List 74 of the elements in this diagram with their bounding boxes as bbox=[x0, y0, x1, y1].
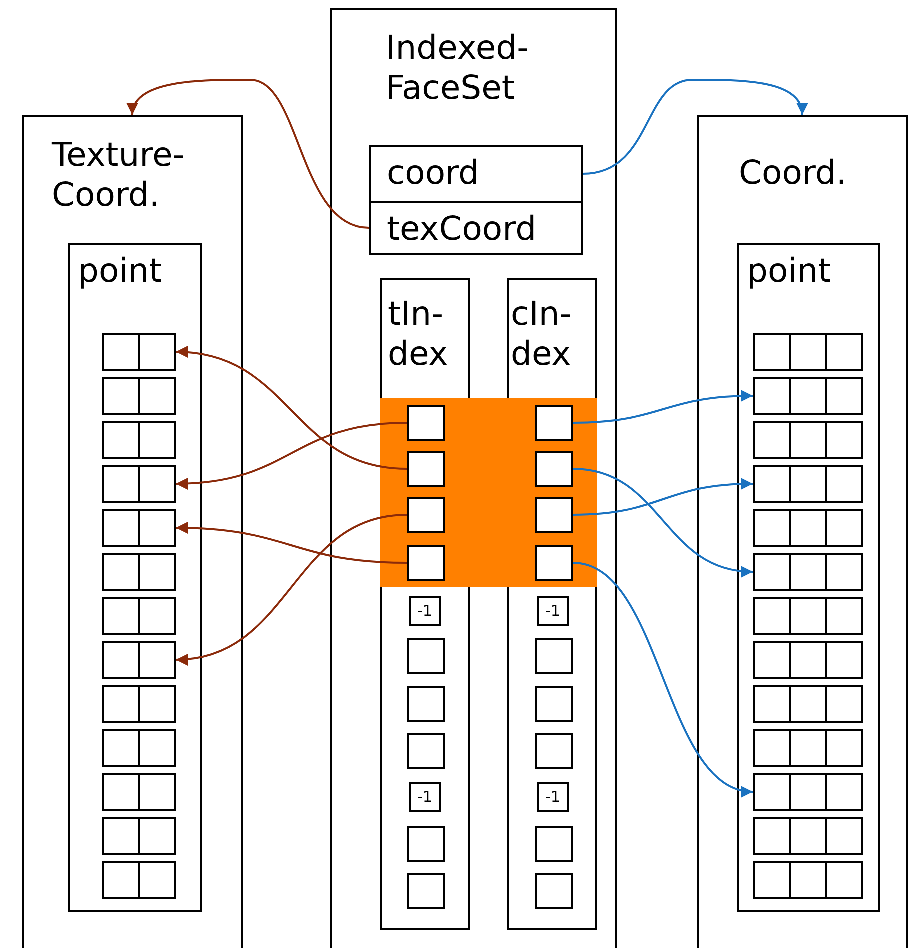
arrow bbox=[572, 562, 754, 796]
field-box: texCoord bbox=[369, 201, 583, 255]
node-panel bbox=[22, 115, 243, 948]
array-box bbox=[737, 243, 880, 912]
index-cell bbox=[407, 497, 445, 533]
node-panel bbox=[697, 115, 908, 948]
array-row bbox=[753, 553, 863, 591]
index-cell bbox=[407, 638, 445, 674]
array-row bbox=[753, 685, 863, 723]
index-cell bbox=[535, 826, 573, 862]
node-title: Texture- Coord. bbox=[52, 135, 186, 215]
array-box bbox=[68, 243, 202, 912]
index-cell bbox=[407, 873, 445, 909]
arrow bbox=[176, 347, 408, 470]
array-row bbox=[102, 553, 176, 591]
array-row bbox=[753, 421, 863, 459]
index-cell: -1 bbox=[409, 782, 441, 812]
index-cell bbox=[535, 451, 573, 487]
array-row bbox=[753, 465, 863, 503]
array-row bbox=[753, 861, 863, 899]
array-row bbox=[753, 641, 863, 679]
index-cell bbox=[535, 545, 573, 581]
array-row bbox=[753, 333, 863, 371]
index-column bbox=[380, 278, 470, 930]
node-title: cIn- dex bbox=[511, 294, 573, 374]
array-row bbox=[753, 509, 863, 547]
index-cell bbox=[407, 451, 445, 487]
arrow bbox=[572, 390, 754, 424]
arrow bbox=[176, 522, 408, 564]
index-column bbox=[507, 278, 597, 930]
array-row bbox=[102, 377, 176, 415]
node-title: Indexed- FaceSet bbox=[386, 28, 530, 108]
array-row bbox=[753, 597, 863, 635]
array-row bbox=[753, 773, 863, 811]
arrow bbox=[176, 514, 408, 665]
node-title: point bbox=[747, 251, 832, 291]
index-cell bbox=[535, 686, 573, 722]
node-title: point bbox=[78, 251, 164, 291]
index-cell bbox=[407, 826, 445, 862]
index-cell bbox=[535, 733, 573, 769]
index-cell: -1 bbox=[537, 782, 569, 812]
array-row bbox=[102, 333, 176, 371]
array-row bbox=[102, 773, 176, 811]
index-cell: -1 bbox=[409, 596, 441, 626]
array-row bbox=[102, 729, 176, 767]
arrow bbox=[176, 422, 408, 490]
arrow bbox=[572, 468, 754, 577]
index-cell bbox=[407, 545, 445, 581]
arrow bbox=[572, 478, 754, 516]
array-row bbox=[102, 421, 176, 459]
array-row bbox=[102, 641, 176, 679]
index-cell: -1 bbox=[537, 596, 569, 626]
array-row bbox=[102, 597, 176, 635]
arrow bbox=[582, 79, 807, 175]
node-title: tIn- dex bbox=[388, 294, 450, 374]
array-row bbox=[753, 729, 863, 767]
array-row bbox=[102, 465, 176, 503]
array-row bbox=[753, 817, 863, 855]
array-row bbox=[753, 377, 863, 415]
node-title: Coord. bbox=[739, 153, 848, 193]
array-row bbox=[102, 817, 176, 855]
array-row bbox=[102, 861, 176, 899]
index-cell bbox=[407, 733, 445, 769]
array-row bbox=[102, 685, 176, 723]
field-box: coord bbox=[369, 145, 583, 203]
index-cell bbox=[535, 638, 573, 674]
index-cell bbox=[407, 405, 445, 441]
index-cell bbox=[407, 686, 445, 722]
node-panel bbox=[330, 8, 617, 948]
array-row bbox=[102, 509, 176, 547]
arrow bbox=[128, 79, 370, 229]
index-cell bbox=[535, 405, 573, 441]
index-cell bbox=[535, 873, 573, 909]
index-cell bbox=[535, 497, 573, 533]
